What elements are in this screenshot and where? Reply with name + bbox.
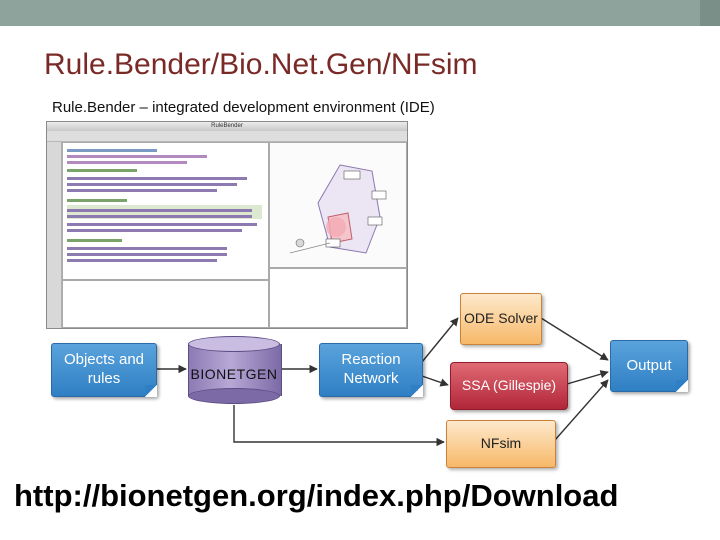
ode-solver-box: ODE Solver [460,293,542,345]
bionetgen-label: BIONETGEN [188,366,280,382]
nfsim-box: NFsim [446,420,556,468]
output-box: Output [610,340,688,392]
objects-and-rules-box: Objects and rules [51,343,157,397]
bionetgen-database: BIONETGEN [188,336,280,404]
download-url[interactable]: http://bionetgen.org/index.php/Download [14,478,618,514]
ssa-gillespie-box: SSA (Gillespie) [450,362,568,410]
database-top [188,336,280,352]
database-bottom [188,388,280,404]
reaction-network-box: Reaction Network [319,343,423,397]
